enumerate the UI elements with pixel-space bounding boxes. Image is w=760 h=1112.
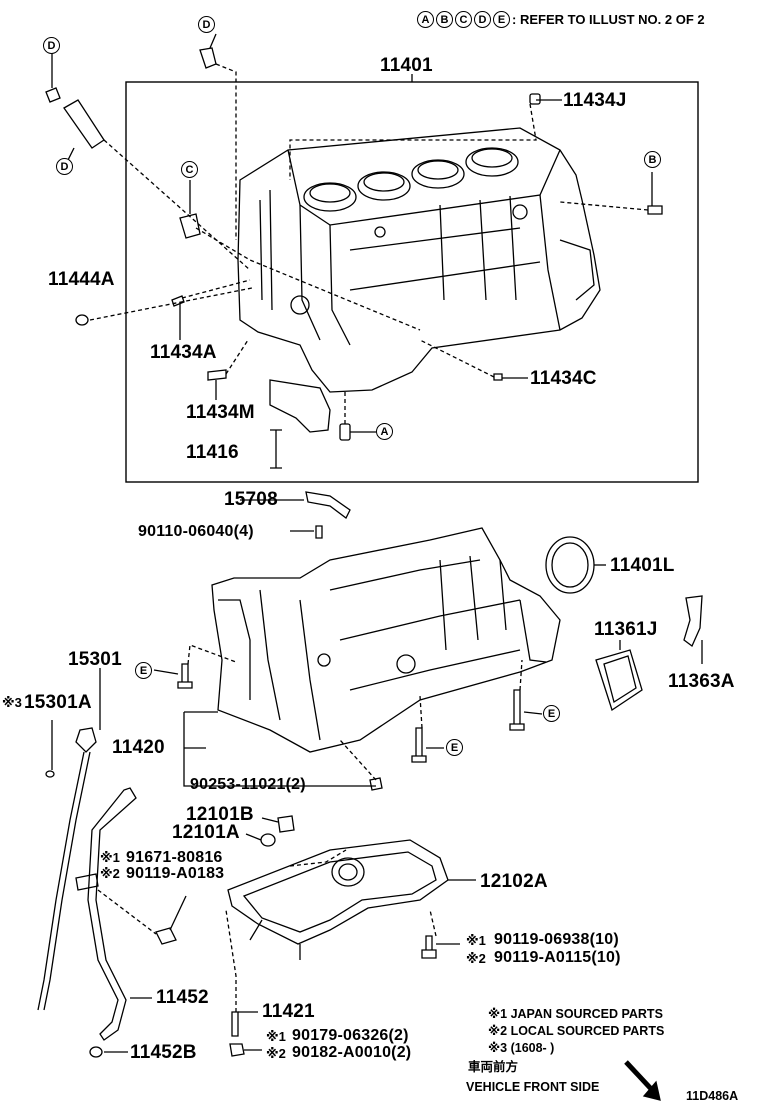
mark-3: ※3	[2, 695, 22, 710]
part-91671-80816[interactable]: 91671-80816	[126, 849, 223, 866]
callout-e-circle: E	[493, 11, 510, 28]
front-arrow-icon	[624, 1060, 656, 1094]
part-11434a[interactable]: 11434A	[150, 342, 217, 363]
callout-c-label: C	[459, 13, 468, 26]
crankcase-drawing	[211, 527, 561, 753]
note-japan-sourced: ※1 JAPAN SOURCED PARTS	[488, 1007, 663, 1021]
ref-e-label: E	[139, 664, 148, 677]
ref-d-label: D	[47, 39, 56, 52]
mark-1: ※1	[100, 850, 120, 865]
oil-seal-drawing	[545, 536, 595, 594]
ref-d-circle-1: D	[198, 16, 215, 33]
ref-b-label: B	[648, 153, 657, 166]
ref-c-circle: C	[181, 161, 198, 178]
ref-e-label: E	[547, 707, 556, 720]
ref-c-label: C	[185, 163, 194, 176]
refer-note: : REFER TO ILLUST NO. 2 OF 2	[512, 12, 705, 27]
part-15301[interactable]: 15301	[68, 649, 122, 670]
callout-b-circle: B	[436, 11, 453, 28]
mark-2: ※2	[266, 1046, 286, 1061]
ref-e-circle-1: E	[135, 662, 152, 679]
ref-d-circle-2: D	[43, 37, 60, 54]
part-15301a[interactable]: 15301A	[24, 692, 92, 713]
illustration-number: 11D486A	[686, 1089, 739, 1103]
ref-e-label: E	[450, 741, 459, 754]
callout-c-circle: C	[455, 11, 472, 28]
part-11420[interactable]: 11420	[112, 737, 165, 758]
part-12101b[interactable]: 12101B	[186, 804, 254, 825]
part-11452b[interactable]: 11452B	[130, 1042, 197, 1063]
part-11452[interactable]: 11452	[156, 987, 209, 1008]
ref-e-circle-3: E	[446, 739, 463, 756]
oil-pan-drawing	[227, 839, 449, 960]
part-11444a[interactable]: 11444A	[48, 269, 115, 290]
mark-1: ※1	[266, 1029, 286, 1044]
callout-b-label: B	[440, 13, 449, 26]
vehicle-front-side: VEHICLE FRONT SIDE	[466, 1080, 600, 1094]
callout-d-label: D	[478, 13, 487, 26]
mark-2: ※2	[466, 951, 486, 966]
part-15708[interactable]: 15708	[224, 489, 278, 510]
part-90119-06938[interactable]: 90119-06938(10)	[494, 931, 619, 948]
part-12101a[interactable]: 12101A	[172, 822, 240, 843]
part-11421[interactable]: 11421	[262, 1001, 315, 1022]
part-90182-a0010[interactable]: 90182-A0010(2)	[292, 1044, 412, 1061]
part-12102a[interactable]: 12102A	[480, 871, 548, 892]
part-11416[interactable]: 11416	[186, 442, 239, 463]
vehicle-front-jp: 車両前方	[468, 1060, 519, 1074]
note-date-range: ※3 (1608- )	[488, 1041, 555, 1055]
ref-d-circle-3: D	[56, 158, 73, 175]
callout-a-label: A	[421, 13, 430, 26]
part-90110-06040[interactable]: 90110-06040(4)	[138, 523, 254, 540]
note-local-sourced: ※2 LOCAL SOURCED PARTS	[488, 1024, 665, 1038]
callout-d-circle: D	[474, 11, 491, 28]
callout-e-label: E	[497, 13, 506, 26]
part-11361j[interactable]: 11361J	[594, 619, 658, 640]
ref-b-circle: B	[644, 151, 661, 168]
part-90119-a0183[interactable]: 90119-A0183	[126, 865, 225, 882]
part-11363a[interactable]: 11363A	[668, 671, 735, 692]
part-11434j[interactable]: 11434J	[563, 90, 627, 111]
mark-2: ※2	[100, 866, 120, 881]
ref-a-label: A	[380, 425, 389, 438]
part-11434c[interactable]: 11434C	[530, 368, 597, 389]
engine-block-drawing	[237, 127, 601, 393]
ref-d-label: D	[202, 18, 211, 31]
ref-d-label: D	[60, 160, 69, 173]
part-11434m[interactable]: 11434M	[186, 402, 255, 423]
callout-a-circle: A	[417, 11, 434, 28]
mark-1: ※1	[466, 933, 486, 948]
dipstick-drawing	[37, 668, 101, 1011]
ref-e-circle-2: E	[543, 705, 560, 722]
part-90119-a0115[interactable]: 90119-A0115(10)	[494, 949, 621, 966]
part-90253-11021[interactable]: 90253-11021(2)	[190, 776, 306, 793]
part-11401[interactable]: 11401	[380, 55, 433, 76]
ref-a-circle: A	[376, 423, 393, 440]
part-90179-06326[interactable]: 90179-06326(2)	[292, 1027, 409, 1044]
dipstick-guide-drawing	[87, 787, 137, 1041]
part-11401l[interactable]: 11401L	[610, 555, 675, 576]
